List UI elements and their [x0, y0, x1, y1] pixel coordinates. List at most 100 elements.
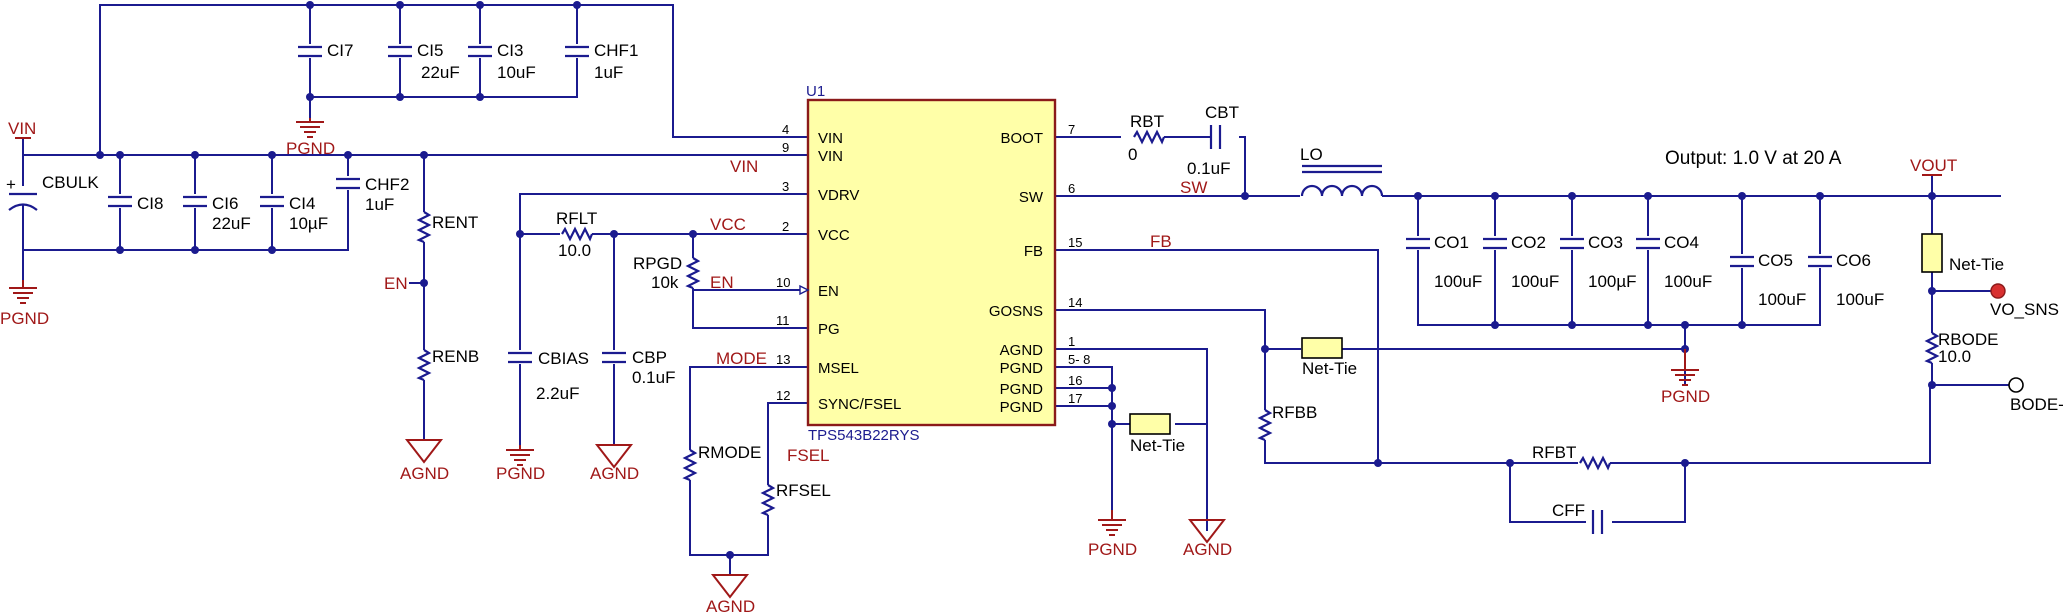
pin-name: EN — [818, 283, 839, 300]
ci7-label: CI7 — [327, 41, 353, 60]
chf2-label: CHF2 — [365, 175, 409, 194]
ic-u1[interactable]: U1 TPS543B22RYS 4 9 3 2 10 11 13 12 VIN … — [776, 83, 1090, 444]
resistor-rent[interactable]: RENT — [416, 211, 478, 244]
co1-label: CO1 — [1434, 233, 1469, 252]
ci5-label: CI5 — [417, 41, 443, 60]
capacitor-co6[interactable]: CO6 100uF — [1808, 251, 1884, 309]
cbp-value: 0.1uF — [632, 368, 675, 387]
capacitor-ci4[interactable]: CI4 10µF — [260, 194, 328, 233]
pin-name: VCC — [818, 227, 850, 244]
renb-label: RENB — [432, 347, 479, 366]
capacitor-ci6[interactable]: CI6 22uF — [183, 194, 251, 233]
pin-num: 17 — [1068, 391, 1082, 406]
resistor-rflt[interactable]: RFLT 10.0 — [556, 209, 597, 260]
net-mode: MODE — [716, 349, 767, 368]
net-en: EN — [710, 273, 734, 292]
resistor-renb[interactable]: RENB — [416, 347, 479, 382]
resistor-rbode[interactable]: RBODE 10.0 — [1924, 330, 1998, 366]
co1-value: 100uF — [1434, 272, 1482, 291]
pin-num: 1 — [1068, 334, 1075, 349]
co3-label: CO3 — [1588, 233, 1623, 252]
capacitor-co3[interactable]: CO3 100µF — [1560, 233, 1637, 291]
capacitor-cff[interactable]: CFF — [1552, 501, 1604, 534]
pin-num: 3 — [782, 179, 789, 194]
capacitor-ci5[interactable]: CI5 22uF — [388, 41, 460, 82]
ci4-value: 10µF — [289, 214, 328, 233]
pin-num: 13 — [776, 352, 790, 367]
pgnd-symbol: PGND — [1088, 510, 1137, 559]
cbias-value: 2.2uF — [536, 384, 579, 403]
capacitor-ci7[interactable]: CI7 — [298, 41, 353, 60]
ci6-label: CI6 — [212, 194, 238, 213]
rmode-label: RMODE — [698, 443, 761, 462]
capacitor-cbt[interactable]: CBT 0.1uF — [1159, 103, 1239, 178]
inductor-lo[interactable]: LO — [1300, 145, 1384, 202]
resistor-rfbb[interactable]: RFBB — [1257, 403, 1317, 442]
pin-name: SW — [1019, 189, 1044, 206]
rpgd-label: RPGD — [633, 254, 682, 273]
capacitor-cbias[interactable]: CBIAS 2.2uF — [508, 349, 589, 403]
resistor-rfbt[interactable]: RFBT — [1532, 443, 1612, 471]
capacitor-ci3[interactable]: CI3 10uF — [468, 41, 536, 82]
resistor-rpgd[interactable]: RPGD 10k — [633, 254, 701, 292]
pgnd-symbol: PGND — [496, 445, 545, 483]
capacitor-chf1[interactable]: CHF1 1uF — [565, 41, 638, 82]
pin-num: 7 — [1068, 122, 1075, 137]
rfbb-label: RFBB — [1272, 403, 1317, 422]
co3-value: 100µF — [1588, 272, 1637, 291]
net-en-left: EN — [384, 274, 408, 293]
ci6-value: 22uF — [212, 214, 251, 233]
rfbt-label: RFBT — [1532, 443, 1576, 462]
net-vcc: VCC — [710, 215, 746, 234]
chf1-value: 1uF — [594, 63, 623, 82]
pin-name: MSEL — [818, 360, 859, 377]
pin-num: 6 — [1068, 181, 1075, 196]
pgnd-label: PGND — [1661, 387, 1710, 406]
pin-num: 9 — [782, 140, 789, 155]
rbode-label: RBODE — [1938, 330, 1998, 349]
rbode-value: 10.0 — [1938, 347, 1971, 366]
pgnd-label: PGND — [496, 464, 545, 483]
output-annotation: Output: 1.0 V at 20 A — [1665, 148, 1842, 169]
rflt-value: 10.0 — [558, 241, 591, 260]
pin-name: PGND — [1000, 381, 1044, 398]
connector-vo-sns[interactable]: VO_SNS — [1990, 283, 2059, 319]
resistor-rbt[interactable]: RBT 0 — [1128, 112, 1166, 164]
capacitor-co2[interactable]: CO2 100uF — [1483, 233, 1559, 291]
resistor-rmode[interactable]: RMODE — [682, 443, 761, 482]
pin-name: BOOT — [1000, 130, 1043, 147]
nettie-2-label: Net-Tie — [1130, 436, 1185, 455]
ci3-label: CI3 — [497, 41, 523, 60]
ci8-label: CI8 — [137, 194, 163, 213]
capacitor-co5[interactable]: CO5 100uF — [1730, 251, 1806, 309]
net-tie-1[interactable]: Net-Tie — [1301, 337, 1357, 378]
pgnd-symbol: PGND — [1661, 349, 1710, 406]
bode-label: BODE- — [2010, 395, 2063, 414]
capacitor-cbp[interactable]: CBP 0.1uF — [602, 348, 675, 387]
net-tie-3[interactable]: Net-Tie — [1921, 233, 2004, 274]
rbt-value: 0 — [1128, 145, 1137, 164]
capacitor-chf2[interactable]: CHF2 1uF — [336, 175, 409, 214]
connector-bode[interactable]: BODE- — [2008, 377, 2063, 414]
co5-label: CO5 — [1758, 251, 1793, 270]
net-tie-2[interactable]: Net-Tie — [1129, 413, 1185, 455]
pin-num: 12 — [776, 388, 790, 403]
pin-num: 5- 8 — [1068, 352, 1090, 367]
pin-num: 2 — [782, 219, 789, 234]
capacitor-ci8[interactable]: CI8 — [108, 194, 163, 213]
pin-name: VDRV — [818, 187, 859, 204]
chf1-label: CHF1 — [594, 41, 638, 60]
rbt-label: RBT — [1130, 112, 1164, 131]
pgnd-label: PGND — [286, 139, 335, 158]
capacitor-co1[interactable]: CO1 100uF — [1406, 233, 1482, 291]
net-labels: VIN VIN EN EN VCC MODE FSEL SW FB VOUT — [8, 119, 1957, 465]
input-capacitors: + CBULK CI8 CI6 22uF CI4 10µF CHF2 1uF — [6, 41, 675, 403]
pin-name: PGND — [1000, 399, 1044, 416]
pgnd-label: PGND — [0, 309, 49, 328]
capacitor-cbulk[interactable]: + CBULK — [6, 173, 99, 211]
capacitor-co4[interactable]: CO4 100uF — [1636, 233, 1712, 291]
resistor-rfsel[interactable]: RFSEL — [760, 481, 831, 517]
pgnd-symbol: PGND — [0, 280, 49, 328]
ground-symbols: PGND PGND AGND PGND AGND AGND PGND — [0, 118, 1710, 612]
pin-num: 15 — [1068, 235, 1082, 250]
